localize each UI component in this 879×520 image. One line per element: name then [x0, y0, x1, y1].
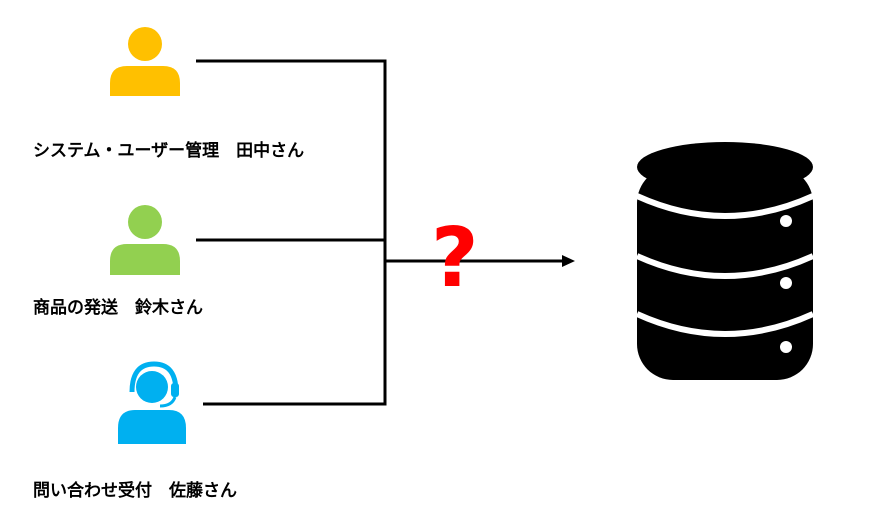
database-indicator-1 — [780, 215, 792, 227]
database-indicator-2 — [780, 277, 792, 289]
person-icon-2 — [110, 205, 180, 275]
operator-mic-boom — [159, 396, 177, 408]
person-1-body — [110, 66, 180, 96]
person-icon-1 — [110, 27, 180, 96]
database-indicator-3 — [780, 341, 792, 353]
person-1-head — [128, 27, 162, 61]
operator-earpiece — [171, 383, 179, 397]
operator-body — [118, 410, 186, 444]
person-2-head — [128, 205, 162, 239]
question-mark: ? — [431, 211, 479, 306]
operator-head — [136, 371, 168, 403]
person-3-label: 問い合わせ受付 佐藤さん — [33, 481, 237, 501]
person-2-label: 商品の発送 鈴木さん — [33, 298, 203, 318]
database-icon — [635, 142, 815, 380]
person-2-body — [110, 244, 180, 275]
operator-headset-band — [129, 361, 179, 393]
connector-lines — [196, 59, 565, 406]
person-1-label: システム・ユーザー管理 田中さん — [33, 141, 305, 161]
headset-operator-icon — [118, 361, 186, 444]
arrow-head — [562, 255, 575, 267]
